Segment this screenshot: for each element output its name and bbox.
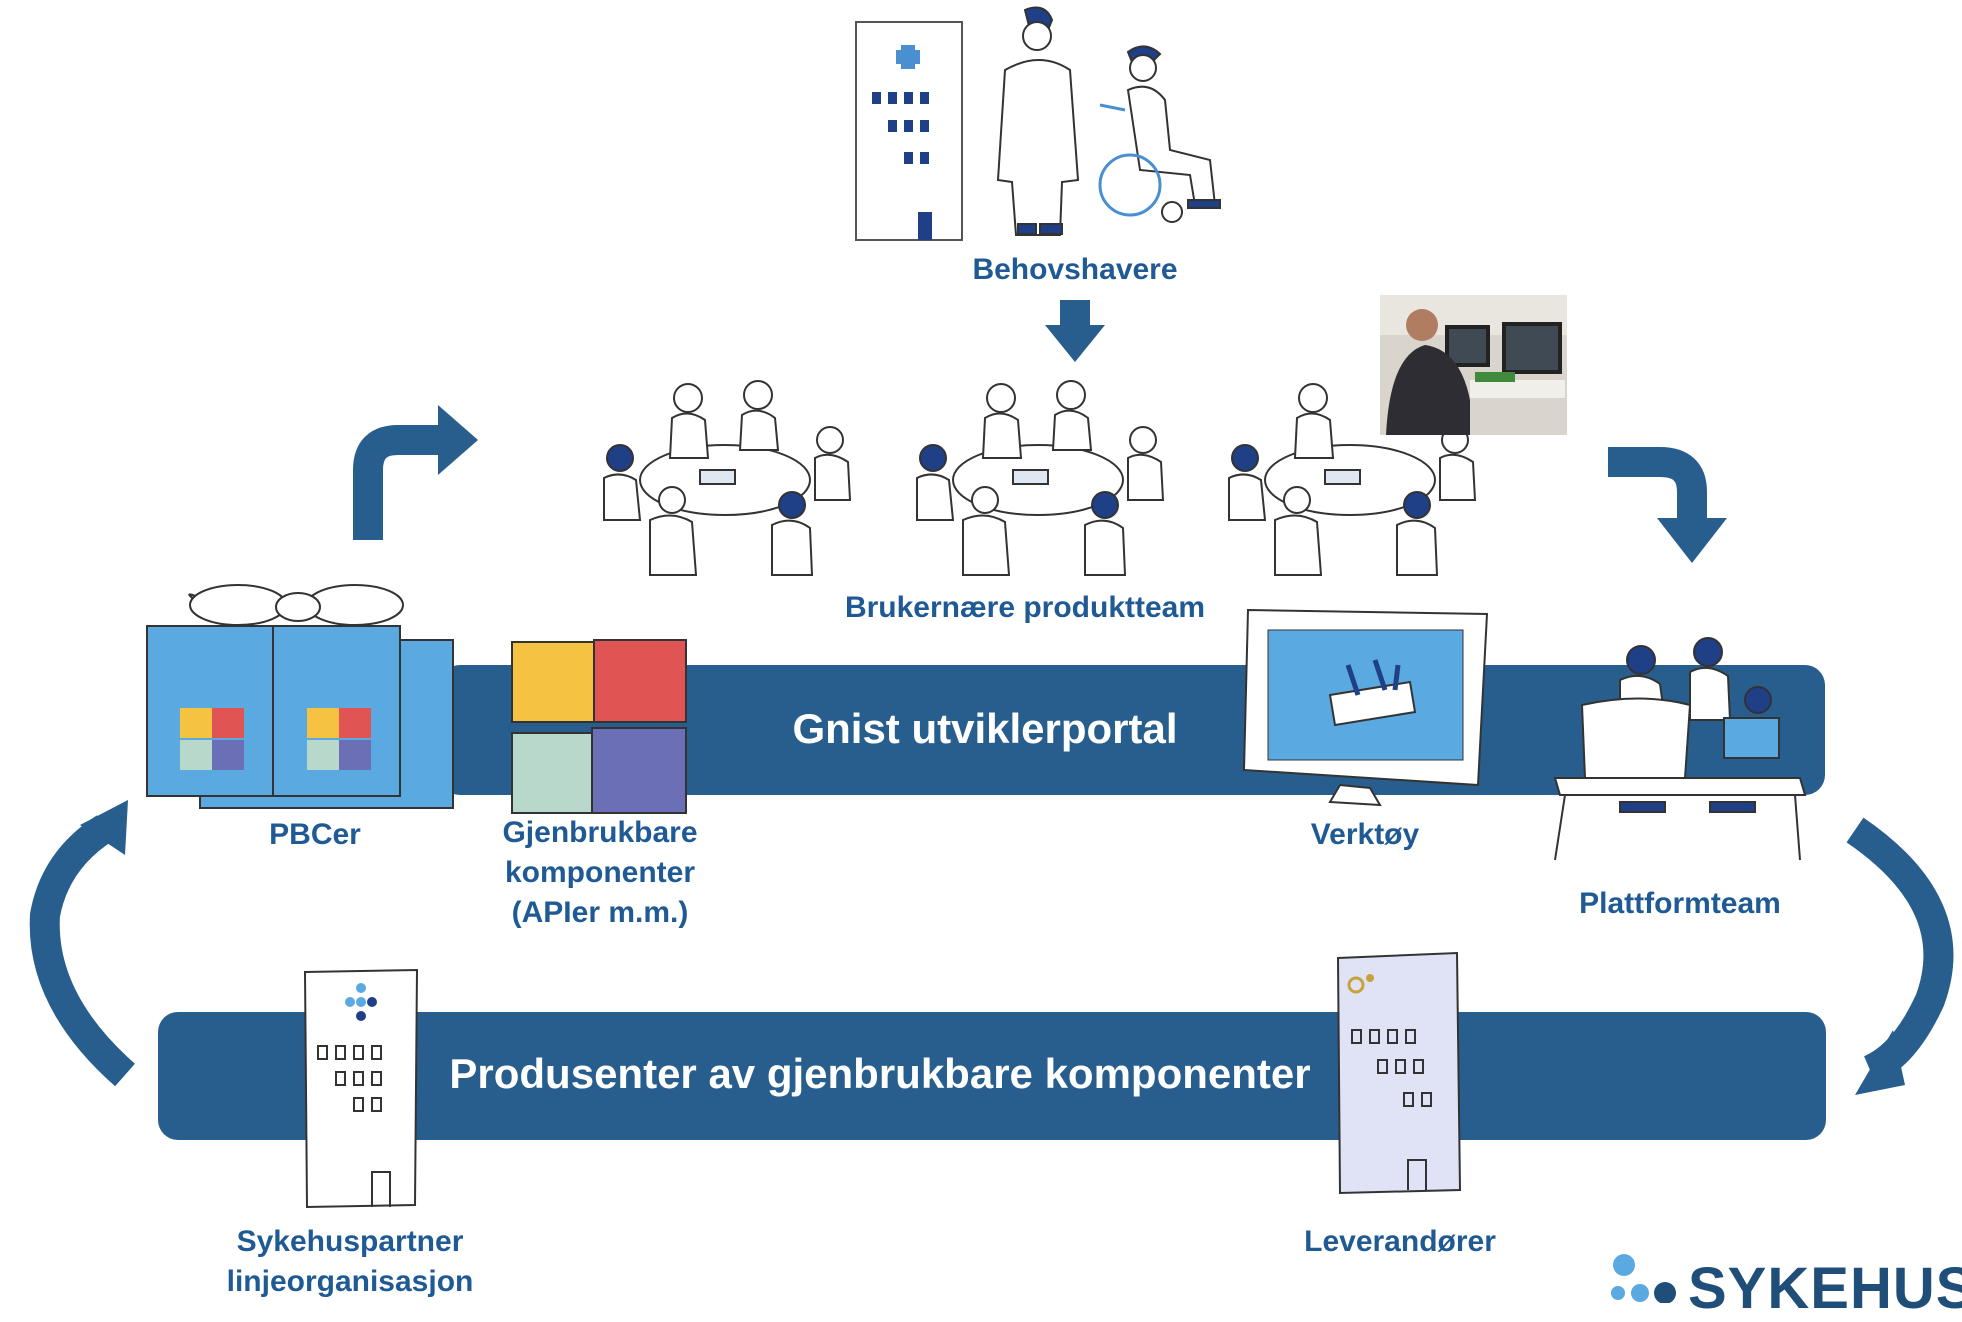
label-gjenbrukbare-line3: (APIer m.m.) <box>511 896 689 929</box>
wheelchair-user-icon <box>1098 45 1221 223</box>
toolbox-monitor-icon <box>1242 608 1489 807</box>
label-gjenbrukbare-line1: Gjenbrukbare <box>502 816 698 849</box>
arrow-heads <box>80 300 1905 1095</box>
building-blocks-icon <box>511 639 687 814</box>
label-plattformteam: Plattformteam <box>1579 887 1781 920</box>
office-building-icon <box>1336 951 1462 1195</box>
sykehuspartner-logo-dots <box>1611 1254 1676 1303</box>
label-behovshavere: Behovshavere <box>972 253 1178 286</box>
label-leverandorer: Leverandører <box>1304 1225 1496 1258</box>
label-sykehuspartner-line2: linjeorganisasjon <box>226 1265 474 1298</box>
label-gjenbrukbare: Gjenbrukbare komponenter (APIer m.m.) <box>470 813 730 933</box>
label-sykehuspartner-line1: Sykehuspartner <box>236 1225 464 1258</box>
hospital-icon <box>855 21 963 241</box>
platform-team-icon <box>1553 637 1807 861</box>
label-sykehuspartner: Sykehuspartner linjeorganisasjon <box>200 1222 500 1302</box>
office-building-icon <box>303 968 419 1209</box>
doctor-icon <box>996 6 1080 236</box>
label-verktoy: Verktøy <box>1310 818 1420 851</box>
label-produktteam: Brukernære produktteam <box>844 591 1206 624</box>
label-gjenbrukbare-line2: komponenter <box>504 856 696 889</box>
label-pbcer: PBCer <box>269 818 361 851</box>
produsenter-band-title: Produsenter av gjenbrukbare komponenter <box>449 1050 1311 1097</box>
team-table-icon <box>603 380 852 576</box>
developer-photo <box>1380 295 1567 435</box>
gift-box-icon <box>146 584 454 809</box>
team-table-icon <box>916 380 1165 576</box>
portal-band-title: Gnist utviklerportal <box>792 705 1178 752</box>
sykehuspartner-logo-text: SYKEHUSPARTNER <box>1688 1256 1962 1321</box>
